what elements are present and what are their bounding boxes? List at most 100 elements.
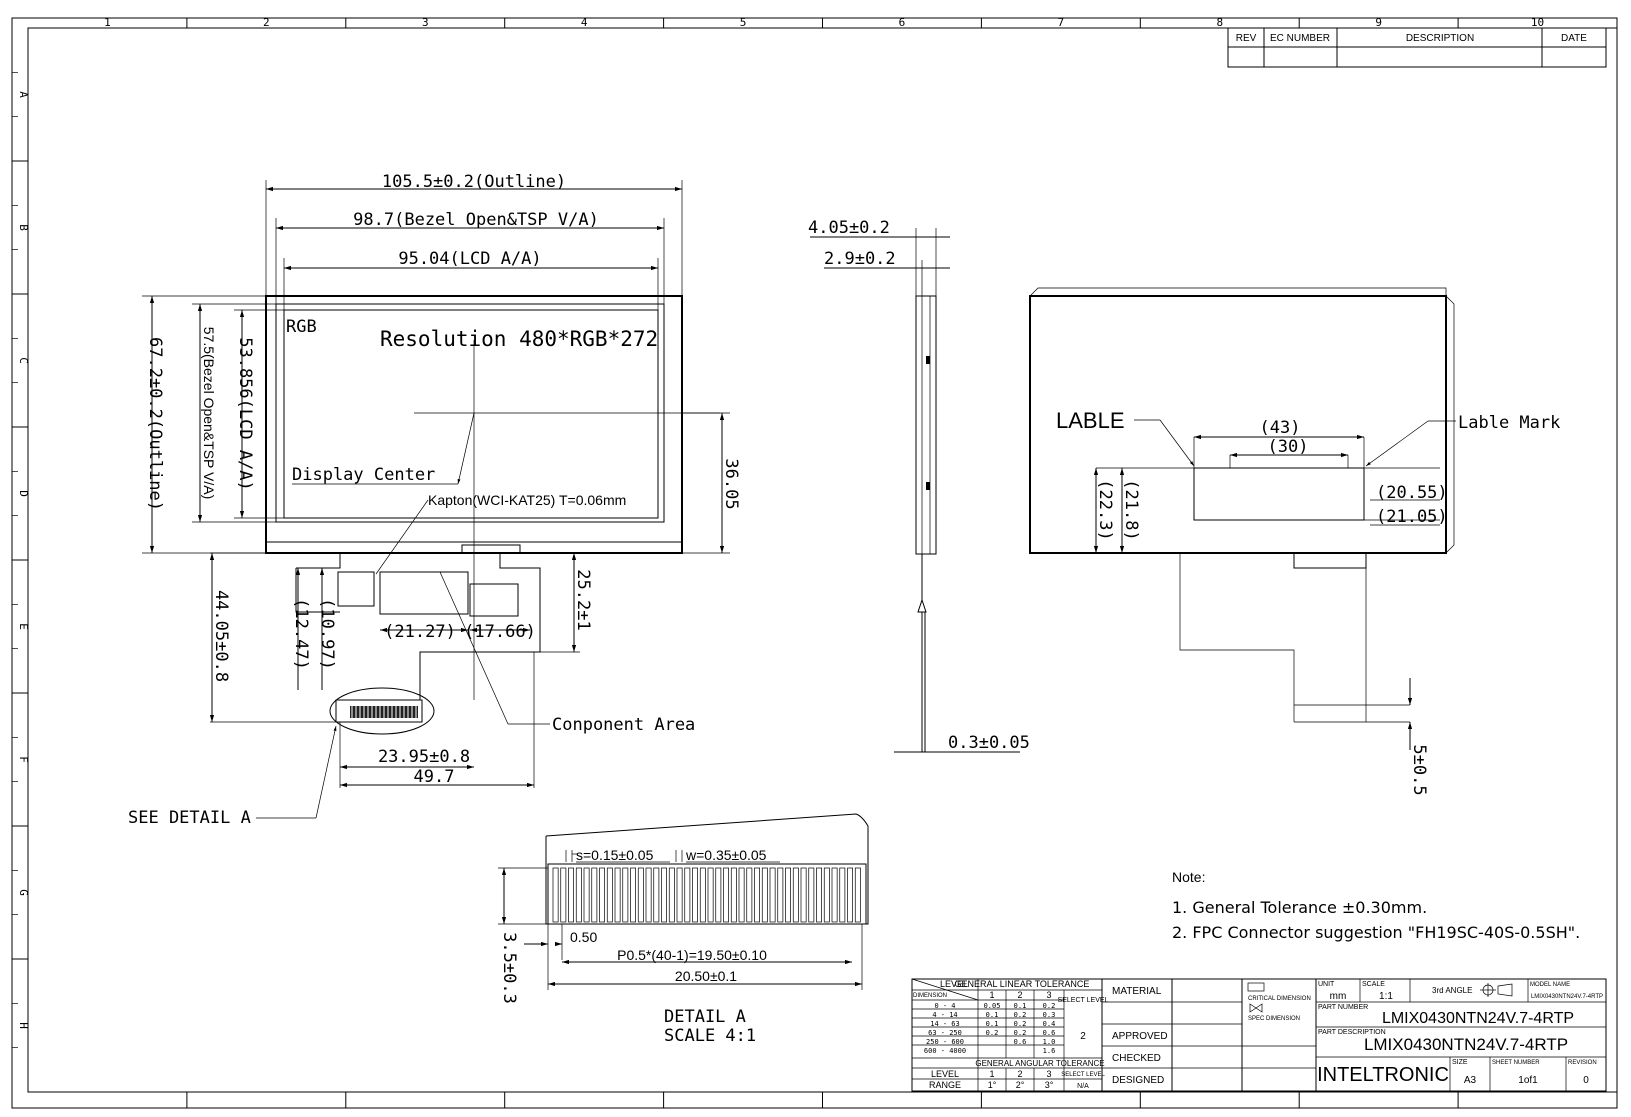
detail-pin (575, 867, 582, 923)
component-grid (379, 571, 469, 615)
tol-value: 0.2 (986, 1029, 999, 1037)
back-view: (43) (30) LABLE Lable Mark (20.55) (21.0… (1029, 287, 1560, 796)
angular-value-3: 3° (1045, 1080, 1054, 1090)
ec-number-header: EC NUMBER (1270, 33, 1330, 44)
dim-2395: 23.95±0.8 (378, 747, 470, 767)
detail-a: s=0.15±0.05 w=0.35±0.05 3.5±0.3 0.50 P0.… (498, 813, 869, 1046)
detail-pin (614, 867, 621, 923)
rev-header: REV (1236, 33, 1257, 44)
lcd-height-dim: 53.856(LCD A/A) (235, 337, 255, 491)
border-col-8: 8 (1216, 16, 1223, 29)
tol-value: 0.2 (1014, 1011, 1027, 1019)
angular-level-3: 3 (1046, 1069, 1051, 1079)
approved-label: APPROVED (1112, 1031, 1168, 1042)
detail-pin (816, 867, 823, 923)
third-angle-projection-icon (1480, 983, 1513, 997)
border-col-1: 1 (104, 16, 111, 29)
border-col-5: 5 (740, 16, 747, 29)
na-label: N/A (1077, 1083, 1089, 1090)
lable-label: LABLE (1056, 408, 1125, 433)
border-row-F: F (17, 756, 30, 763)
detail-pin (730, 867, 737, 923)
spec-dimension-label: SPEC DIMENSION (1248, 1016, 1300, 1022)
tol-range: 250 - 600 (926, 1038, 964, 1046)
dim-2105: (21.05) (1376, 507, 1448, 527)
front-view: 105.5±0.2(Outline) 98.7(Bezel Open&TSP V… (128, 172, 741, 828)
detail-pin (769, 867, 776, 923)
detail-pin (684, 867, 691, 923)
border-row-B: B (17, 224, 30, 231)
thickness-total-dim: 4.05±0.2 (808, 218, 890, 238)
border-col-2: 2 (263, 16, 270, 29)
detail-pin (692, 867, 699, 923)
scale-label: SCALE (1362, 981, 1385, 988)
level-col-3: 3 (1046, 990, 1051, 1000)
tol-range: 63 - 250 (928, 1029, 962, 1037)
border-row-C: C (17, 357, 30, 364)
detail-pin (761, 867, 768, 923)
outline-height-dim: 67.2±0.2(Outline) (145, 337, 165, 511)
part-number-label: PART NUMBER (1318, 1004, 1368, 1011)
detail-pin (800, 867, 807, 923)
detail-pin (591, 867, 598, 923)
detail-pin (606, 867, 613, 923)
dim-497: 49.7 (414, 767, 455, 787)
sheet-number-value: 1of1 (1518, 1075, 1538, 1086)
border-col-9: 9 (1375, 16, 1382, 29)
detail-a-marker (329, 687, 435, 735)
dim-5: 5±0.5 (1409, 744, 1429, 795)
detail-pin (847, 867, 854, 923)
angular-value-1: 1° (988, 1080, 997, 1090)
tol-value: 0.05 (984, 1002, 1001, 1010)
angular-level-1: 1 (989, 1069, 994, 1079)
dim-050: 0.50 (570, 929, 597, 945)
level-col-1: 1 (989, 990, 994, 1000)
border-row-H: H (17, 1022, 30, 1029)
dim-1766: (17.66) (464, 622, 536, 642)
dim-30: (30) (1268, 437, 1309, 457)
dim-252: 25.2±1 (573, 569, 593, 630)
note-1: 1. General Tolerance ±0.30mm. (1172, 898, 1427, 917)
level-col-2: 2 (1017, 990, 1022, 1000)
detail-pin (568, 867, 575, 923)
tol-value: 0.1 (1014, 1002, 1027, 1010)
bezel-width-dim: 98.7(Bezel Open&TSP V/A) (353, 210, 599, 230)
scale-value: 1:1 (1379, 991, 1393, 1002)
detail-pin (746, 867, 753, 923)
thickness-panel-dim: 2.9±0.2 (824, 249, 896, 269)
angle-label: 3rd ANGLE (1432, 986, 1472, 995)
detail-pin (839, 867, 846, 923)
lcd-width-dim: 95.04(LCD A/A) (398, 249, 541, 269)
see-detail-label: SEE DETAIL A (128, 808, 251, 828)
unit-value: mm (1330, 991, 1347, 1002)
title-block: LEVEL DIMENSION GENERAL LINEAR TOLERANCE… (911, 978, 1607, 1092)
range-label: RANGE (929, 1080, 961, 1090)
size-label: SIZE (1452, 1059, 1468, 1066)
dim-1097: (10.97) (317, 598, 337, 670)
detail-pin (723, 867, 730, 923)
detail-pin (661, 867, 668, 923)
tol-range: 0 - 4 (934, 1002, 955, 1010)
tol-value: 1.0 (1043, 1038, 1056, 1046)
back-panel-outline (1029, 295, 1447, 554)
width-dim: w=0.35±0.05 (685, 847, 767, 863)
total-dim: 20.50±0.1 (675, 968, 737, 984)
lcd-active-area (283, 309, 659, 519)
tol-value: 0.2 (1014, 1020, 1027, 1028)
detail-pin (630, 867, 637, 923)
notes: Note: 1. General Tolerance ±0.30mm. 2. F… (1172, 869, 1580, 942)
space-dim: s=0.15±0.05 (576, 847, 654, 863)
detail-pin (622, 867, 629, 923)
dimension-label: DIMENSION (913, 993, 947, 999)
tol-value: 0.6 (1014, 1038, 1027, 1046)
resolution-label: Resolution 480*RGB*272 (380, 327, 658, 351)
general-linear-label: GENERAL LINEAR TOLERANCE (955, 979, 1090, 989)
rgb-label: RGB (286, 317, 317, 337)
detail-pin (645, 867, 652, 923)
designed-label: DESIGNED (1112, 1075, 1164, 1086)
tol-range: 600 - 4000 (924, 1047, 966, 1055)
detail-pin (754, 867, 761, 923)
revision-value: 0 (1583, 1075, 1589, 1086)
side-view: 4.05±0.2 2.9±0.2 0.3±0.05 (808, 218, 1030, 753)
